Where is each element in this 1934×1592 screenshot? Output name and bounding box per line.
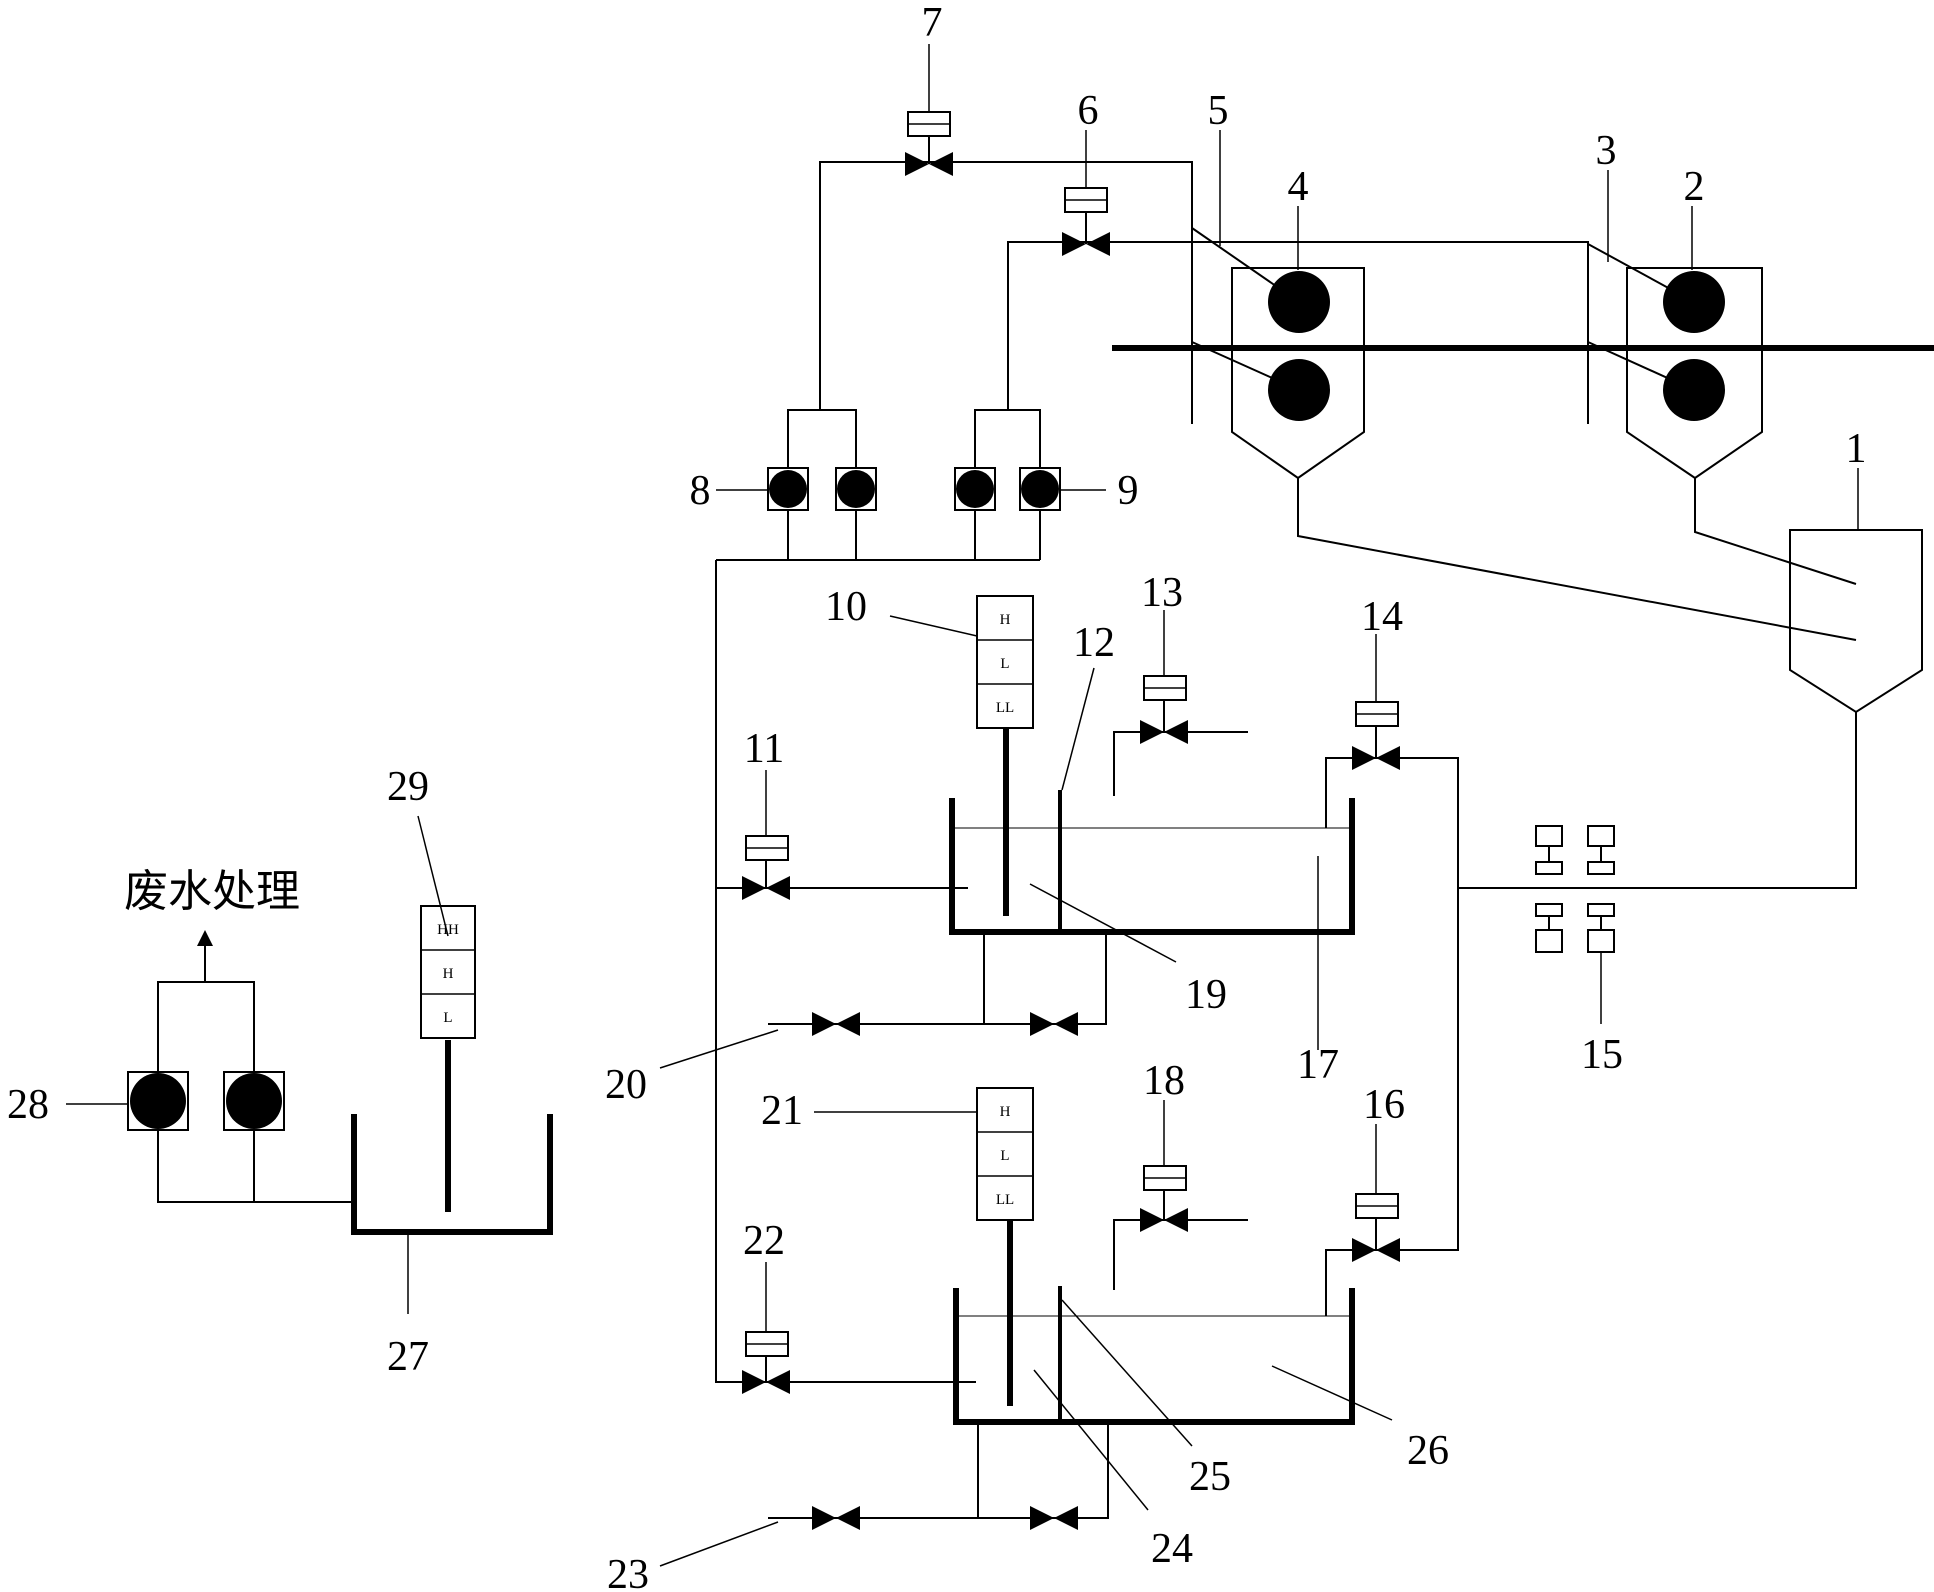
roller-unit-4 (1191, 227, 1365, 480)
label-27: 27 (387, 1334, 429, 1380)
label-22: 22 (743, 1218, 785, 1264)
level-gauge-29: HH H L (420, 905, 476, 1039)
svg-text:LL: LL (996, 700, 1014, 716)
label-15: 15 (1581, 1032, 1623, 1078)
top-piping (819, 161, 1589, 410)
svg-text:L: L (1000, 1148, 1009, 1164)
valve-7 (905, 111, 953, 176)
part-labels: 1 2 3 4 5 6 7 8 9 10 11 12 13 14 15 16 1… (7, 0, 1867, 1592)
label-20: 20 (605, 1062, 647, 1108)
pump-28b (226, 1073, 282, 1129)
svg-text:H: H (1000, 612, 1011, 628)
label-18: 18 (1143, 1058, 1185, 1104)
svg-text:L: L (1000, 656, 1009, 672)
label-5: 5 (1208, 88, 1229, 134)
label-16: 16 (1363, 1082, 1405, 1128)
collecting-tank-1 (1297, 478, 1923, 889)
pump-9a (956, 470, 994, 508)
valve-11 (742, 835, 790, 900)
return-riser (1372, 757, 1459, 1251)
label-7: 7 (922, 0, 943, 46)
valve-13 (1140, 675, 1188, 744)
label-23: 23 (607, 1552, 649, 1592)
valve-6 (1062, 187, 1110, 256)
label-10: 10 (825, 584, 867, 630)
label-4: 4 (1288, 164, 1309, 210)
leader-lines (66, 44, 1859, 1567)
label-11: 11 (744, 726, 784, 772)
svg-text:H: H (1000, 1104, 1011, 1120)
pump-28-piping (157, 981, 354, 1203)
pump-8b (837, 470, 875, 508)
label-24: 24 (1151, 1526, 1193, 1572)
label-28: 28 (7, 1082, 49, 1128)
instrument-array-15 (1535, 825, 1615, 953)
up-arrow-icon (197, 930, 213, 946)
wastewater-treatment-label: 废水处理 (124, 867, 300, 916)
label-12: 12 (1073, 620, 1115, 666)
roller-unit-2 (1587, 243, 1763, 480)
label-2: 2 (1684, 164, 1705, 210)
svg-text:L: L (443, 1010, 452, 1026)
manual-valve-20a (812, 1012, 860, 1036)
label-21: 21 (761, 1088, 803, 1134)
drain-loop-17 (983, 932, 1107, 1025)
valves (742, 111, 1400, 1530)
valve-16 (1352, 1193, 1400, 1262)
pump-group-9 (954, 409, 1061, 560)
pump-28a (130, 1073, 186, 1129)
level-gauge-21: H L LL (976, 1087, 1034, 1221)
tank-17 (716, 727, 1459, 1251)
manual-valve-23a (812, 1506, 860, 1530)
manual-valve-23b (1030, 1506, 1078, 1530)
valve-22 (742, 1331, 790, 1394)
label-26: 26 (1407, 1428, 1449, 1474)
svg-text:LL: LL (996, 1192, 1014, 1208)
valve-18 (1140, 1165, 1188, 1232)
svg-text:HH: HH (437, 922, 459, 938)
label-17: 17 (1297, 1042, 1339, 1088)
spray-pipe-13 (1113, 731, 1248, 796)
main-supply-pipe (715, 560, 740, 1383)
label-1: 1 (1846, 426, 1867, 472)
spray-pipe-18 (1113, 1219, 1248, 1290)
label-8: 8 (690, 468, 711, 514)
label-6: 6 (1078, 88, 1099, 134)
valve-14 (1352, 701, 1400, 770)
label-9: 9 (1118, 468, 1139, 514)
label-14: 14 (1361, 594, 1403, 640)
label-19: 19 (1185, 972, 1227, 1018)
manual-valve-20b (1030, 1012, 1078, 1036)
level-gauge-10: H L LL (976, 595, 1034, 729)
label-13: 13 (1141, 570, 1183, 616)
label-25: 25 (1189, 1454, 1231, 1500)
label-3: 3 (1596, 128, 1617, 174)
pump-8a (769, 470, 807, 508)
tank-27 (127, 930, 553, 1235)
pump-9b (1021, 470, 1059, 508)
svg-text:H: H (443, 966, 454, 982)
label-29: 29 (387, 764, 429, 810)
pump-group-8 (767, 409, 877, 560)
